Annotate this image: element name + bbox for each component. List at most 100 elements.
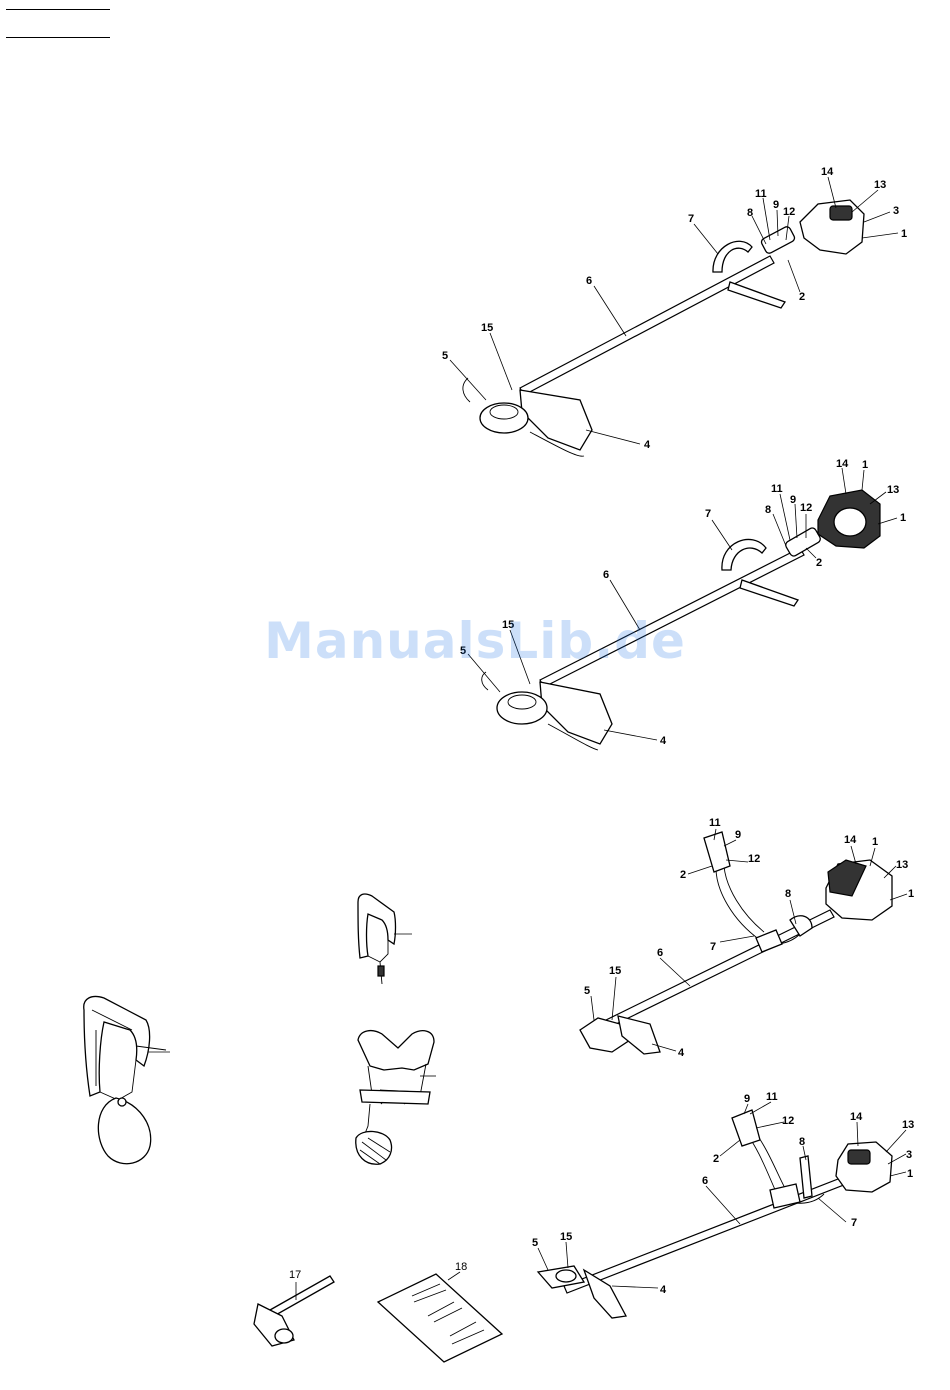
callout-9: 9 (744, 1093, 750, 1105)
harness-belt-icon (360, 1090, 430, 1104)
leader-11 (780, 494, 790, 540)
spark-plug-wrench: 17 (254, 1269, 334, 1346)
leader-15 (566, 1242, 568, 1268)
callout-1: 1 (872, 836, 878, 848)
leader-4 (612, 1286, 658, 1288)
callout-9: 9 (790, 494, 796, 506)
callout-8: 8 (747, 207, 753, 219)
leader-15 (490, 333, 512, 390)
leader-6 (610, 580, 640, 630)
callout-12: 12 (748, 853, 760, 865)
right-grip-icon (800, 1156, 812, 1198)
leader-14 (857, 1122, 858, 1146)
cutting-head-icon (480, 403, 528, 433)
strap-pad-icon (358, 894, 396, 958)
leader-5 (450, 360, 486, 400)
handle-bar-icon (740, 580, 798, 606)
shaft-icon (540, 548, 804, 687)
callout-2: 2 (816, 557, 822, 569)
callout-9: 9 (735, 829, 741, 841)
loop-handle-icon (722, 539, 766, 570)
leader-7 (818, 1198, 846, 1222)
double-harness (356, 1031, 436, 1165)
throttle-grip-icon (704, 832, 730, 872)
leader-12 (756, 1122, 784, 1128)
callout-2: 2 (680, 869, 686, 881)
callout-11: 11 (709, 817, 721, 829)
leader-9 (795, 504, 797, 538)
leader-15 (510, 630, 530, 684)
figure-brushcutter-loop: 11 9 12 2 14 1 13 1 8 7 6 15 5 4 (580, 817, 914, 1059)
callout-13: 13 (887, 484, 899, 496)
throttle-grip-icon (732, 1110, 760, 1146)
leader-13 (852, 190, 878, 212)
label-18: 18 (455, 1261, 467, 1273)
callout-1: 1 (901, 228, 907, 240)
callout-7: 7 (710, 941, 716, 953)
callout-8: 8 (785, 888, 791, 900)
figure-trimmer-b: 14 1 13 1 11 9 12 8 7 2 6 15 5 4 (460, 458, 906, 750)
leader-6 (594, 286, 626, 336)
fuel-tank-icon (848, 1150, 870, 1164)
shaft-clamp-icon (756, 930, 782, 952)
callout-11: 11 (755, 188, 767, 200)
callout-1: 1 (862, 459, 868, 471)
callout-2: 2 (799, 291, 805, 303)
callout-15: 15 (609, 965, 621, 977)
cutting-head-icon (497, 692, 547, 724)
callout-15: 15 (481, 322, 493, 334)
callout-3: 3 (906, 1149, 912, 1161)
callout-6: 6 (657, 947, 663, 959)
leader-3 (864, 212, 890, 222)
callout-15: 15 (502, 619, 514, 631)
leader-5 (538, 1248, 548, 1270)
callout-9: 9 (773, 199, 779, 211)
instruction-manual: 18 (378, 1261, 502, 1362)
leader-1 (878, 518, 897, 524)
callout-3: 3 (893, 205, 899, 217)
gear-head-icon (556, 1270, 576, 1282)
leader-2 (720, 1140, 740, 1156)
flex-handle-inner-icon (724, 866, 764, 932)
leader-5 (591, 996, 594, 1020)
leader-8 (752, 216, 766, 244)
callout-7: 7 (688, 213, 694, 225)
callout-15: 15 (560, 1231, 572, 1243)
callout-13: 13 (902, 1119, 914, 1131)
strap-belt-icon (368, 940, 388, 984)
leader-15 (612, 977, 616, 1020)
callout-1b: 1 (908, 888, 914, 900)
leader-8 (773, 514, 786, 546)
leader-4 (586, 430, 640, 444)
callout-12: 12 (782, 1115, 794, 1127)
hip-pad-icon (98, 1098, 150, 1164)
shaft-icon (564, 1172, 859, 1293)
callout-14: 14 (821, 166, 834, 178)
callout-1b: 1 (900, 512, 906, 524)
harness-shoulders-icon (358, 1031, 434, 1070)
callout-8: 8 (765, 504, 771, 516)
leader-2 (806, 548, 816, 558)
fuel-tank-icon (830, 206, 852, 220)
guard-icon (540, 682, 612, 744)
shaft-icon (520, 256, 774, 395)
handle-bar-icon (728, 282, 785, 308)
guard-icon (618, 1016, 660, 1054)
label-17: 17 (289, 1269, 301, 1281)
callout-12: 12 (800, 502, 812, 514)
callout-7: 7 (851, 1217, 857, 1229)
callout-6: 6 (586, 275, 592, 287)
leader-14 (842, 468, 846, 494)
callout-5: 5 (584, 985, 590, 997)
callout-4: 4 (678, 1047, 685, 1059)
callout-4: 4 (644, 439, 651, 451)
leader-2 (788, 260, 800, 292)
callout-1: 1 (907, 1168, 913, 1180)
strap-belt-icon (100, 1046, 166, 1100)
box-wrench-shaft-icon (270, 1276, 334, 1316)
leader-18 (448, 1272, 460, 1280)
callout-13: 13 (896, 859, 908, 871)
callout-4: 4 (660, 735, 667, 747)
callout-5: 5 (460, 645, 466, 657)
